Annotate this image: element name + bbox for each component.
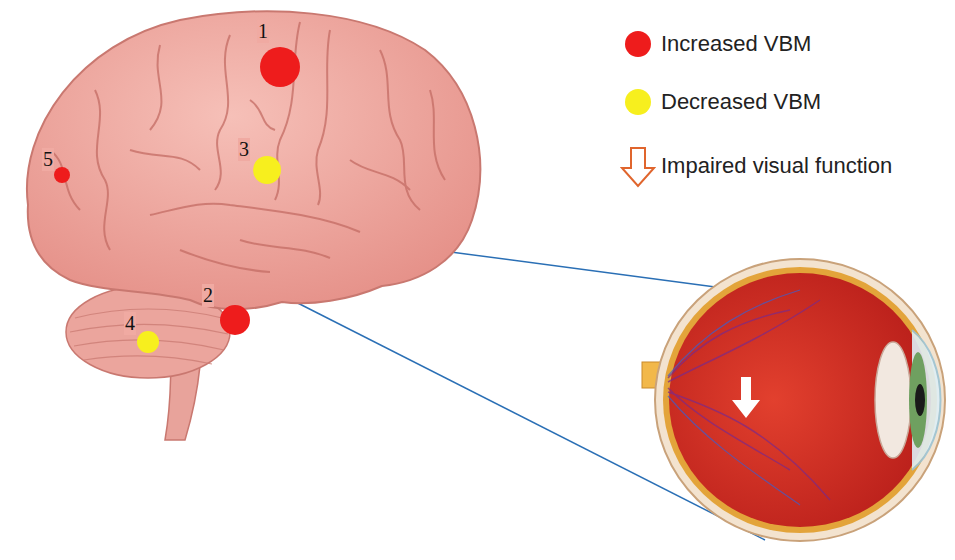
legend-spacer <box>625 153 651 179</box>
legend-swatch <box>625 89 651 115</box>
callout-number: 2 <box>202 284 214 307</box>
legend-item: Impaired visual function <box>625 150 892 182</box>
decreased-dot <box>137 331 159 353</box>
cerebrum <box>27 11 480 309</box>
callout-number: 3 <box>238 138 250 161</box>
callout-number: 1 <box>257 20 269 43</box>
arrow-symbol <box>622 148 654 186</box>
eye-illustration <box>642 259 945 541</box>
legend-swatch <box>625 31 651 57</box>
callout-number: 4 <box>124 312 136 335</box>
legend-item: Increased VBM <box>625 28 811 60</box>
increased-dot <box>260 47 300 87</box>
gyri <box>50 22 445 272</box>
legend-text: Increased VBM <box>661 31 811 57</box>
decreased-dot <box>253 156 281 184</box>
legend-text: Impaired visual function <box>661 153 892 179</box>
callout-number: 5 <box>42 148 54 171</box>
legend-text: Decreased VBM <box>661 89 821 115</box>
legend-item: Decreased VBM <box>625 86 821 118</box>
increased-dot <box>220 305 250 335</box>
increased-dot <box>54 167 70 183</box>
